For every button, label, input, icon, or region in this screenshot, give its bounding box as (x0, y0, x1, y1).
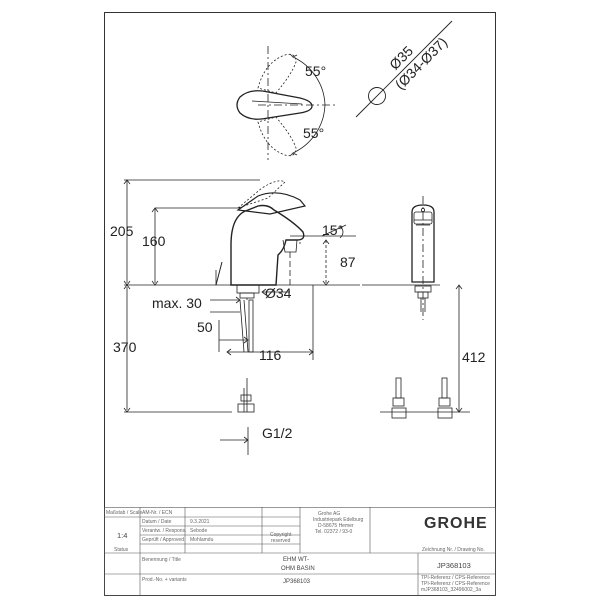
massstab-label: Maßstab / Scale (106, 510, 142, 516)
dim-116: 116 (259, 347, 282, 363)
company-3: D-58675 Hemer (318, 523, 354, 529)
title-line-1: EHM WT- (283, 557, 309, 563)
drawing-no: JP368103 (437, 561, 471, 570)
dim-max30: max. 30 (152, 295, 202, 311)
dim-370: 370 (113, 339, 137, 355)
drawing-no-label: Zeichnung Nr. / Drawing No. (422, 547, 485, 553)
geprueft-label: Geprüft / Approved (142, 537, 184, 543)
scale-value: 1:4 (117, 531, 127, 540)
dim-g12: G1/2 (262, 425, 293, 441)
front-view (362, 196, 470, 419)
title-block (104, 507, 496, 596)
tpi-label-2: TPI-Referenz / CPS-Reference (421, 581, 490, 587)
angle-bottom-label: 55° (303, 125, 324, 141)
geprueft-value: Mohlamdu (190, 537, 214, 543)
tpi-value: mJP368103_32496002_3a (421, 587, 481, 593)
copyright-2: reserved (271, 538, 291, 544)
side-view (123, 179, 360, 455)
datum-value: 9.3.2021 (190, 519, 210, 525)
company-4: Tel. 02372 / 93-0 (315, 529, 352, 535)
datum-label: Datum / Date (142, 519, 172, 525)
dim-205: 205 (110, 223, 134, 239)
angle-top-label: 55° (305, 63, 326, 79)
title-line-2: OHM BASIN (281, 566, 315, 572)
dim-412: 412 (462, 349, 486, 365)
verantw-label: Verantw. / Respons. (142, 528, 186, 534)
company-1: Grohe AG (318, 511, 340, 517)
prod-label: Prod.-No. + variants (142, 577, 187, 583)
tpi-label-1: TPI-Referenz / CPS-Reference (421, 575, 490, 581)
top-view (236, 46, 338, 160)
dim-15-angle: 15° (322, 222, 343, 238)
verantw-value: Sebode (190, 528, 207, 534)
company-2: Industriepark Edelburg (313, 517, 364, 523)
copyright-1: Copyright (270, 532, 292, 538)
benennung-label: Benennung / Title (142, 557, 181, 563)
prod-no: JP368103 (283, 579, 311, 585)
dim-160: 160 (142, 233, 166, 249)
dim-diameter34: Ø34 (265, 285, 292, 301)
status-label: Status (114, 547, 129, 553)
hole-detail (355, 20, 453, 118)
grohe-logo: GROHE (424, 515, 488, 532)
am-nr-label: AM-Nr. / ECN (142, 510, 173, 516)
dim-50: 50 (197, 319, 213, 335)
dim-87: 87 (340, 254, 356, 270)
